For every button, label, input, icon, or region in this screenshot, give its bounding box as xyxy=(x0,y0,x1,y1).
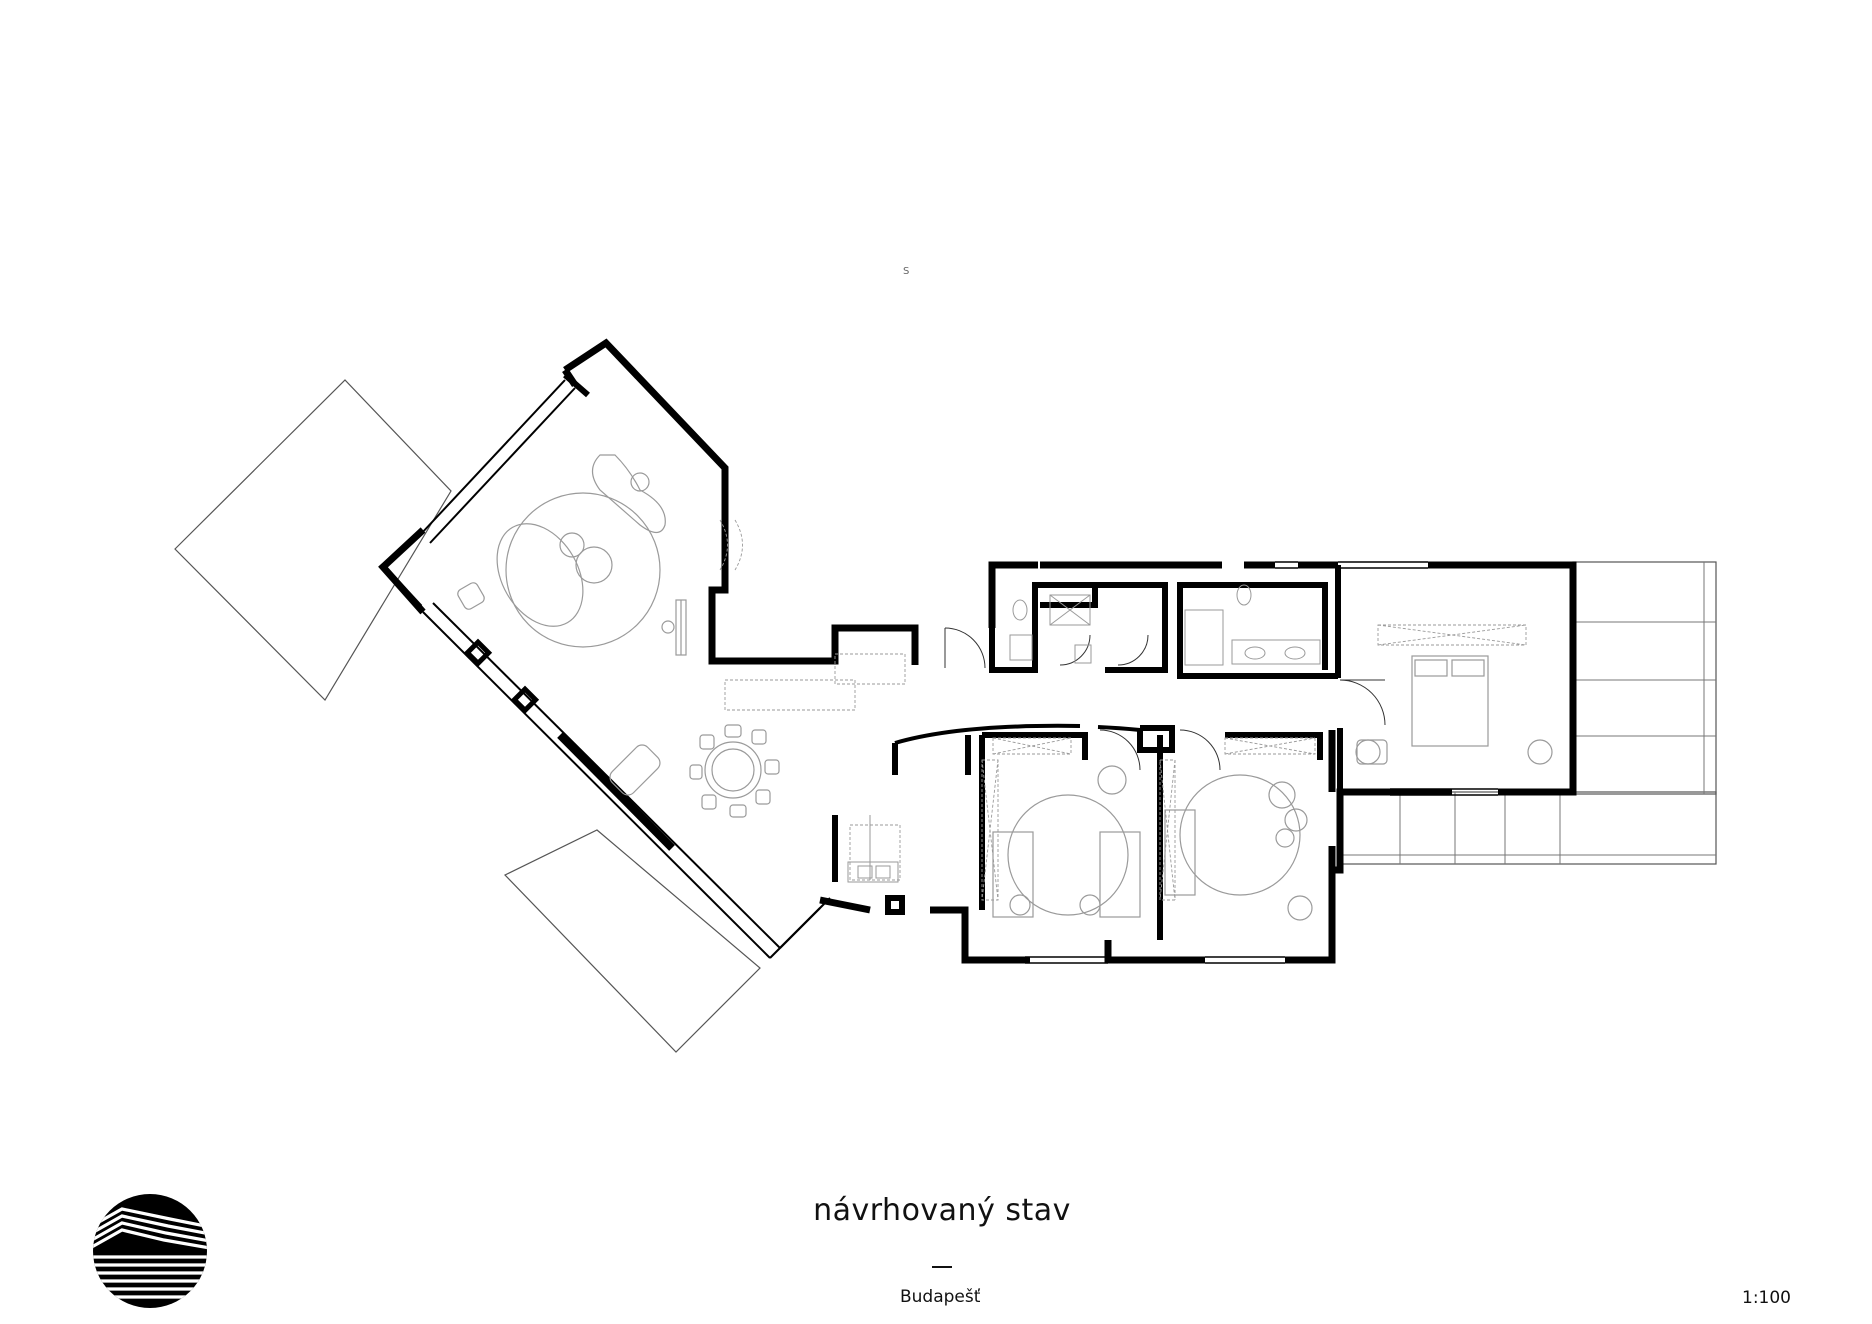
coffee-table-small xyxy=(559,532,585,558)
title-separator xyxy=(932,1266,952,1268)
terrace-decking-lines xyxy=(1342,562,1716,864)
double-vanity xyxy=(1231,639,1321,665)
drawing-title: návrhovaný stav xyxy=(813,1193,1071,1228)
wall-corridor-south xyxy=(1177,670,1338,679)
bathtub xyxy=(1184,609,1224,666)
drawing-scale: 1:100 xyxy=(1742,1288,1791,1308)
bed-single-1 xyxy=(992,831,1034,918)
piano-shape xyxy=(591,454,666,534)
windows xyxy=(1025,561,1498,964)
dining-table xyxy=(704,741,762,799)
wall-bedrooms-south-left xyxy=(930,906,1030,964)
wall-bedrooms-south-east xyxy=(1285,846,1336,964)
doors xyxy=(944,627,1386,771)
wall-bedrooms-south-mid xyxy=(1104,940,1205,964)
wall-bath-frame xyxy=(1177,582,1328,670)
terrace-outlines xyxy=(174,379,1717,1053)
sofa-curved xyxy=(496,523,584,627)
sanitary-fixtures xyxy=(1009,584,1321,666)
piano-stool xyxy=(630,472,650,492)
studio-logo-icon xyxy=(93,1194,207,1308)
plant-living xyxy=(661,620,675,634)
terrace-right-deck xyxy=(1572,561,1717,795)
wall-master-south-left xyxy=(1332,788,1452,874)
drawing-location: Budapešť xyxy=(900,1287,981,1307)
wall-hall-north xyxy=(988,561,1038,628)
built-in-storage xyxy=(719,519,1527,901)
exterior-walls xyxy=(378,338,1577,964)
interior-walls xyxy=(832,565,1343,940)
toilet-bath xyxy=(1236,584,1252,606)
wall-pillar-box xyxy=(1137,725,1175,753)
wall-kitchen-south xyxy=(819,896,871,914)
round-rug-living xyxy=(505,492,661,648)
wall-bed2-north xyxy=(1225,732,1323,760)
wall-storage xyxy=(1095,582,1168,673)
terrace-bottom-deck xyxy=(1341,791,1717,865)
kitchen-counter xyxy=(847,815,899,883)
wall-master-frame xyxy=(1428,561,1577,796)
wall-bedroom-north xyxy=(982,732,1088,760)
wall-kitchen-pillar xyxy=(885,895,905,915)
bed-single-2 xyxy=(1099,831,1141,918)
furniture-dining xyxy=(609,724,780,818)
armchair-west xyxy=(457,582,485,610)
terrace-left-lower xyxy=(503,829,761,1053)
north-mark: S xyxy=(903,266,910,277)
toilet-wc xyxy=(1012,599,1028,621)
furniture-lounge xyxy=(457,454,687,656)
terrace-left-upper xyxy=(174,379,452,701)
curved-partition xyxy=(894,723,1141,745)
rug-bedroom-2 xyxy=(1179,774,1301,896)
wall-living-north xyxy=(563,338,919,665)
bed-double xyxy=(1411,655,1489,747)
furniture-bedrooms xyxy=(992,655,1553,921)
wall-wc-block xyxy=(989,582,1098,673)
rug-bedroom-1 xyxy=(1007,794,1129,916)
glazed-facade xyxy=(380,372,831,959)
coffee-table-large xyxy=(575,546,613,584)
